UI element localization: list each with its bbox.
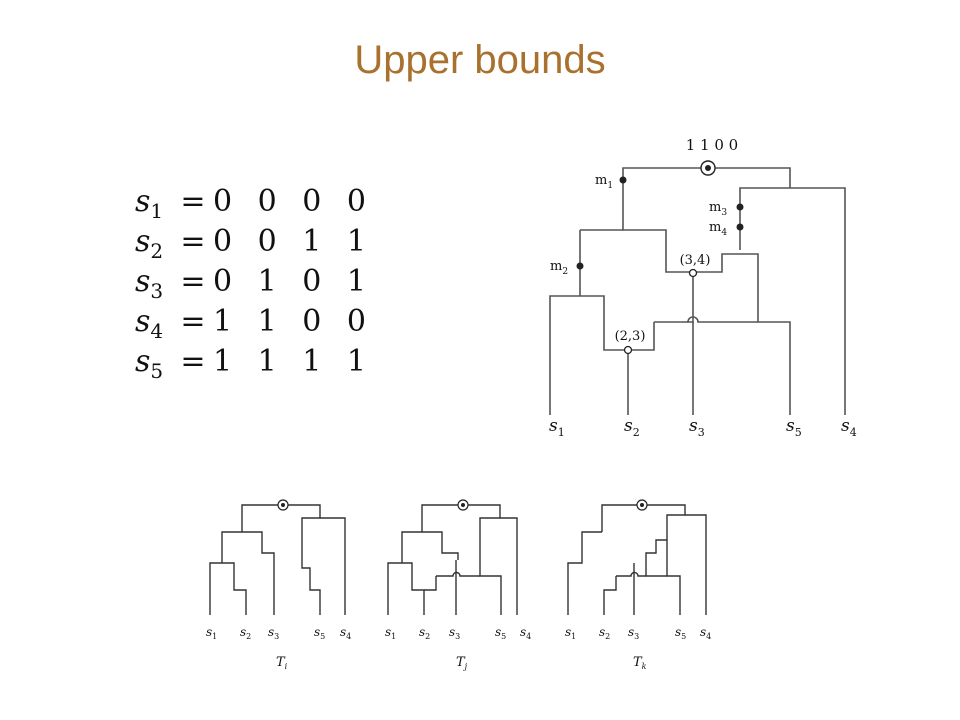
sequence-table: s1 = 0 0 0 0 s2 = 0 0 1 1 s3 = 0 1 0 1 s… xyxy=(135,184,374,384)
tree-ti: s1 s2 s3 s5 s4 Ti xyxy=(206,499,351,671)
tree-label: Tk xyxy=(633,655,647,671)
tree-edge xyxy=(581,531,602,553)
tree-edge xyxy=(424,576,437,591)
network-edge xyxy=(622,210,693,273)
sequence-bits: 0 1 0 1 xyxy=(213,264,374,299)
tree-edge xyxy=(479,543,502,615)
recombination-node-icon xyxy=(623,345,633,355)
tree-tk: s1 s2 s3 s5 s4 Tk xyxy=(565,499,711,671)
mutation-label: m2 xyxy=(550,259,568,277)
sequence-name: s5 xyxy=(135,344,164,383)
tree-edge xyxy=(567,553,583,615)
tree-edge xyxy=(387,562,425,615)
sequence-name: s1 xyxy=(135,184,164,223)
equals-sign: = xyxy=(180,304,206,339)
mutation-dot-icon xyxy=(576,262,584,270)
leaf-label: s3 xyxy=(449,625,460,641)
tree-edge xyxy=(301,543,321,615)
leaf-label: s4 xyxy=(700,625,711,641)
root-node-icon xyxy=(705,165,711,171)
sequence-bits: 1 1 0 0 xyxy=(213,304,374,339)
leaf-label: s2 xyxy=(599,625,610,641)
leaf-label: s1 xyxy=(385,625,396,641)
mutation-dot-icon xyxy=(736,223,744,231)
sequence-bits: 0 0 1 1 xyxy=(213,224,374,259)
network-edge xyxy=(628,322,655,351)
sequence-row: s5 = 1 1 1 1 xyxy=(135,344,374,384)
leaf-label: s1 xyxy=(565,625,576,641)
leaf-label: s3 xyxy=(689,416,705,439)
mutation-dot-icon xyxy=(619,176,627,184)
tree-tj: s1 s2 s3 s5 s4 Tj xyxy=(385,499,531,671)
tree-edge xyxy=(320,517,346,615)
leaf-label: s3 xyxy=(268,625,279,641)
tree-edge xyxy=(221,531,275,615)
slide-title: Upper bounds xyxy=(354,38,606,82)
leaf-label: s3 xyxy=(628,625,639,641)
network-edge xyxy=(549,295,629,415)
tree-edge xyxy=(603,576,617,615)
root-node-icon xyxy=(461,503,465,507)
recombination-node-icon xyxy=(688,268,698,278)
tree-edge xyxy=(209,562,247,615)
leaf-label: s1 xyxy=(206,625,217,641)
sequence-row: s3 = 0 1 0 1 xyxy=(135,264,374,304)
mutation-label: m1 xyxy=(595,173,613,191)
tree-edge xyxy=(500,517,518,615)
leaf-label: s2 xyxy=(419,625,430,641)
leaf-label: s4 xyxy=(520,625,531,641)
leaf-label: s2 xyxy=(240,625,251,641)
mutation-label: m3 xyxy=(709,200,727,218)
tree-edge xyxy=(645,563,667,577)
network-edge xyxy=(739,187,846,415)
sequence-row: s2 = 0 0 1 1 xyxy=(135,224,374,264)
recombination-label: (3,4) xyxy=(680,253,711,268)
equals-sign: = xyxy=(180,264,206,299)
equals-sign: = xyxy=(180,184,206,219)
sequence-row: s1 = 0 0 0 0 xyxy=(135,184,374,224)
leaf-label: s5 xyxy=(495,625,506,641)
tree-edge xyxy=(401,531,459,560)
leaf-label: s2 xyxy=(624,416,640,439)
sequence-name: s2 xyxy=(135,224,164,263)
mutation-label: m4 xyxy=(709,220,727,238)
recombination-label: (2,3) xyxy=(615,329,646,344)
equals-sign: = xyxy=(180,344,206,379)
equals-sign: = xyxy=(180,224,206,259)
root-node-icon xyxy=(281,503,285,507)
leaf-label: s5 xyxy=(675,625,686,641)
sequence-name: s4 xyxy=(135,304,164,343)
sequence-bits: 0 0 0 0 xyxy=(213,184,374,219)
tree-label: Tj xyxy=(456,655,468,671)
root-label: 1 1 0 0 xyxy=(686,136,738,154)
network-edge xyxy=(687,272,758,323)
tree-label: Ti xyxy=(276,655,288,671)
tree-edge xyxy=(436,571,480,577)
tree-edge xyxy=(645,539,667,563)
leaf-label: s5 xyxy=(786,416,802,439)
network-edge xyxy=(693,253,791,415)
leaf-label: s4 xyxy=(340,625,351,641)
main-network: 1 1 0 0 m1 m2 m3 m4 (3,4) (2,3) s1 s2 s3… xyxy=(549,136,857,439)
tree-edge xyxy=(241,504,321,543)
tree-edge xyxy=(421,504,501,543)
leaf-label: s5 xyxy=(314,625,325,641)
sequence-row: s4 = 1 1 0 0 xyxy=(135,304,374,344)
sequence-name: s3 xyxy=(135,264,164,303)
root-node-icon xyxy=(640,503,644,507)
mutation-dot-icon xyxy=(736,203,744,211)
tree-edge xyxy=(685,514,707,615)
tree-edge xyxy=(616,571,646,577)
leaf-label: s4 xyxy=(841,416,857,439)
leaf-label: s1 xyxy=(549,416,565,439)
tree-edge xyxy=(601,504,686,540)
tree-edge xyxy=(666,540,681,615)
sequence-bits: 1 1 1 1 xyxy=(213,344,374,379)
